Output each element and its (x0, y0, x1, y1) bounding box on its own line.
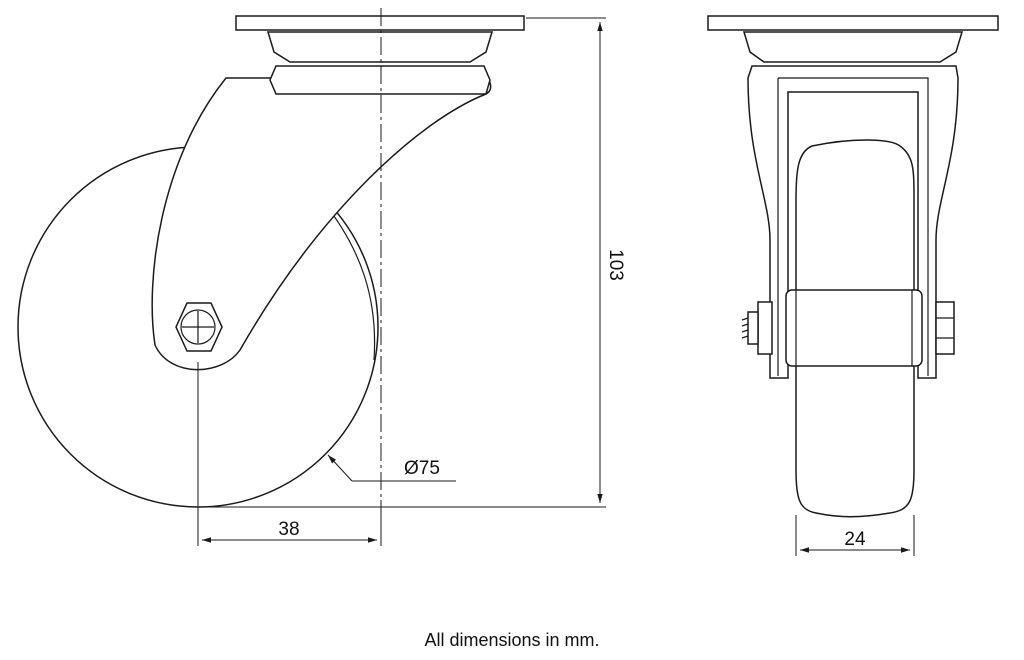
swivel-bearing-ring (266, 31, 494, 63)
front-fork-inner (777, 77, 929, 376)
front-view: 24 (707, 15, 999, 556)
front-hub (785, 289, 923, 367)
height-dimension-label: 103 (605, 249, 626, 281)
side-view: 103 38 Ø75 (17, 8, 626, 546)
front-bearing-ring (742, 31, 964, 63)
wheel-rim-arc (321, 199, 376, 361)
axle-nut (175, 302, 223, 352)
units-footnote: All dimensions in mm. (424, 630, 600, 650)
front-axle-bolt (741, 301, 773, 355)
top-plate (235, 15, 525, 31)
front-top-plate (707, 15, 999, 31)
diameter-dimension-label: Ø75 (404, 458, 440, 479)
swivel-bearing (269, 65, 491, 95)
front-fork (747, 65, 959, 379)
width-dimension-label: 24 (844, 529, 866, 550)
offset-dimension-label: 38 (278, 519, 299, 540)
front-axle-nut (935, 301, 955, 355)
